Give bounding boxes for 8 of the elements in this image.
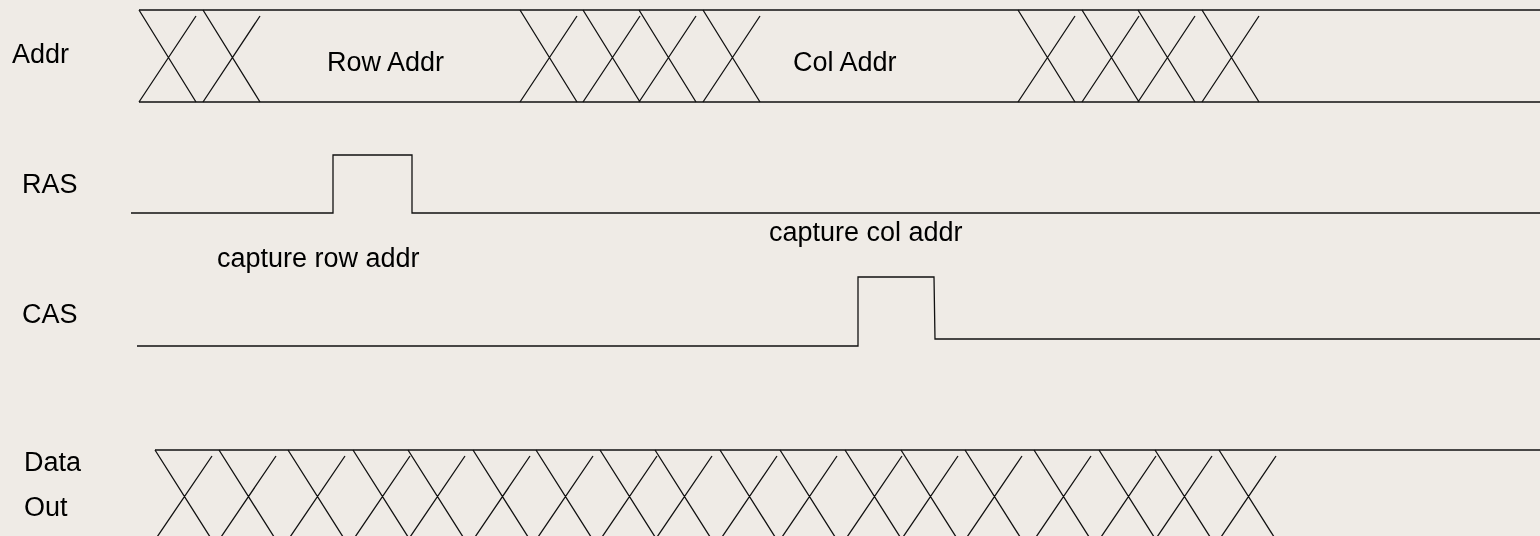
signal-name: Data Out xyxy=(24,446,83,524)
annotation: capture col addr xyxy=(769,216,963,249)
signal-name: RAS xyxy=(22,168,78,201)
bus-value: Col Addr xyxy=(793,46,897,79)
signal-name: CAS xyxy=(22,298,78,331)
bus-value: Row Addr xyxy=(327,46,445,79)
signal-name: Addr xyxy=(12,38,70,71)
annotation: capture row addr xyxy=(217,242,420,275)
